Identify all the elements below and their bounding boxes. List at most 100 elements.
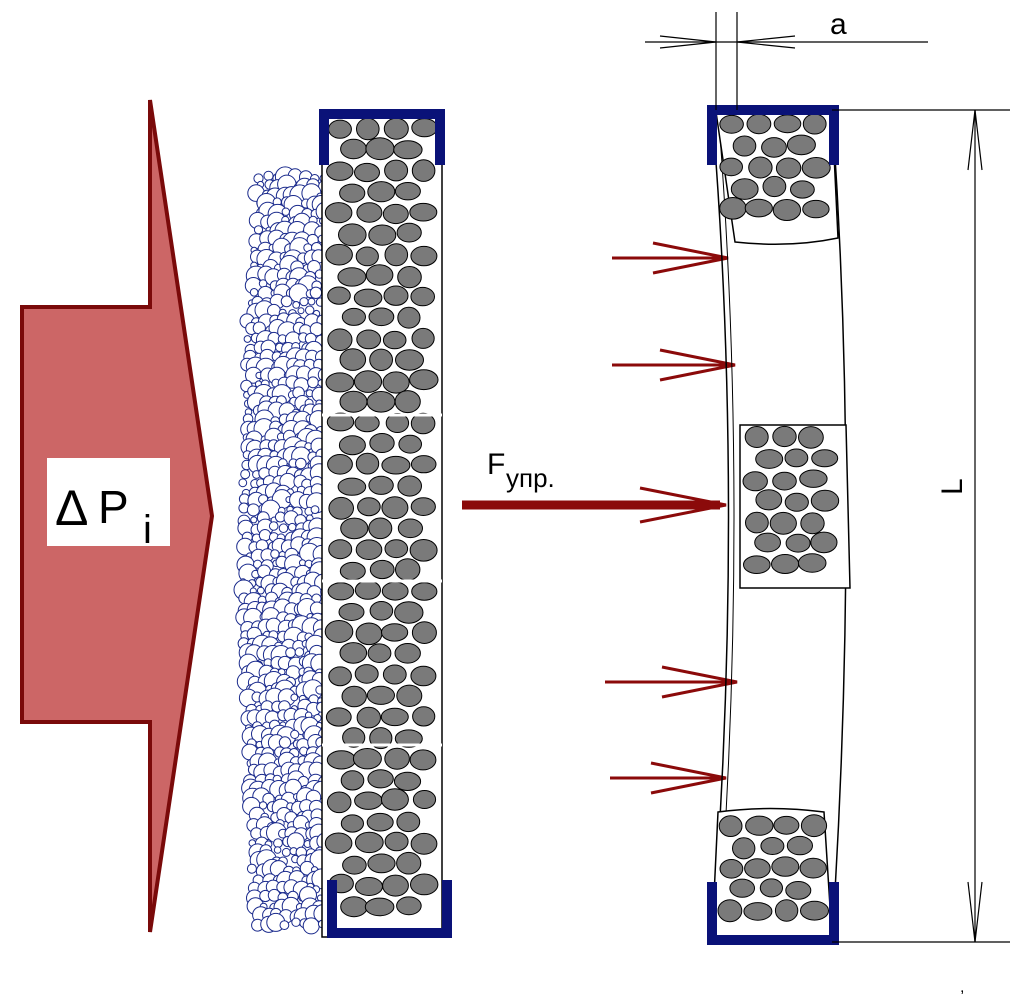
pebble <box>324 202 353 224</box>
right-top-bracket <box>707 105 839 165</box>
pebble <box>790 180 815 199</box>
pebble <box>743 555 771 575</box>
left-top-bracket <box>319 109 445 165</box>
bubble <box>273 846 282 854</box>
pebble <box>772 471 797 491</box>
pebble <box>384 243 409 267</box>
bubble <box>246 503 260 517</box>
pebble <box>328 496 355 520</box>
pebble <box>745 511 769 534</box>
pebble <box>384 831 409 852</box>
pebble <box>744 426 769 448</box>
bubble <box>305 305 315 315</box>
pebble <box>719 197 747 220</box>
pebble <box>369 601 394 621</box>
pebble <box>337 477 367 496</box>
pebble <box>395 349 424 371</box>
length-label: L <box>936 478 969 495</box>
pebble <box>384 539 409 559</box>
bubble <box>253 225 264 235</box>
bubble <box>256 586 265 595</box>
pebble <box>325 372 355 393</box>
pebble <box>367 643 392 664</box>
pebble <box>325 707 352 727</box>
bubble <box>278 523 289 534</box>
pebble <box>368 307 395 327</box>
pebble <box>394 601 424 624</box>
pebble <box>409 749 437 771</box>
pebble <box>746 113 772 135</box>
pebble <box>396 684 423 707</box>
pebble <box>410 497 436 517</box>
pebble <box>802 113 827 135</box>
pebble <box>397 266 422 289</box>
pebble <box>365 137 395 161</box>
pebble <box>769 511 797 535</box>
pebble <box>396 896 422 916</box>
pebble <box>354 831 384 854</box>
pebble <box>745 815 774 836</box>
pebble <box>382 874 409 897</box>
pebble <box>356 117 380 141</box>
pebble <box>355 539 383 561</box>
pebble <box>355 622 383 646</box>
pebble <box>785 533 811 553</box>
bubble <box>307 376 319 389</box>
left-pebbles <box>324 117 439 918</box>
pebble <box>338 603 365 621</box>
bubble <box>258 801 268 810</box>
pebble <box>354 414 380 433</box>
bubble <box>299 297 309 307</box>
pebble <box>383 117 409 140</box>
pebble <box>367 181 396 203</box>
pebble <box>771 856 800 877</box>
pebble <box>357 497 381 517</box>
pebble <box>368 517 393 540</box>
bubble <box>310 505 320 515</box>
pebble <box>356 202 383 223</box>
pebble <box>382 371 410 394</box>
pebble <box>339 183 366 203</box>
bubble <box>290 693 299 702</box>
pebble <box>382 664 407 685</box>
bubble <box>297 307 305 315</box>
pebble <box>369 727 393 750</box>
left-filter-column <box>319 109 452 938</box>
pebble <box>719 114 744 134</box>
bubble <box>294 647 305 657</box>
pebble <box>773 114 802 134</box>
bubble <box>250 516 258 524</box>
pebble <box>811 449 839 468</box>
bubble <box>281 847 291 857</box>
pebble <box>339 390 368 413</box>
pebble <box>382 330 407 350</box>
pebble <box>748 156 773 179</box>
bubble <box>270 549 280 559</box>
pebble <box>801 157 831 179</box>
pebble <box>381 455 411 475</box>
pebble <box>326 791 352 814</box>
bubble <box>258 529 272 542</box>
pebble <box>339 561 366 581</box>
pebble <box>759 878 784 898</box>
pebble <box>398 434 423 454</box>
pebble <box>412 706 436 727</box>
pebble <box>368 224 397 246</box>
pebble <box>730 178 759 200</box>
bubble <box>285 647 297 658</box>
delta-symbol: Δ <box>55 480 88 536</box>
pebble <box>409 202 438 222</box>
pebble <box>369 433 395 453</box>
pebble <box>719 157 744 177</box>
bubble-layer <box>233 166 336 935</box>
pebble <box>367 769 394 789</box>
pebble <box>410 455 437 474</box>
pebble <box>352 748 382 770</box>
pebble <box>394 643 421 664</box>
pebble <box>384 159 409 182</box>
pressure-subscript: i <box>143 508 152 552</box>
pebble <box>409 539 438 562</box>
pebble <box>396 811 421 833</box>
pebble <box>395 558 421 581</box>
pebble <box>784 448 809 468</box>
